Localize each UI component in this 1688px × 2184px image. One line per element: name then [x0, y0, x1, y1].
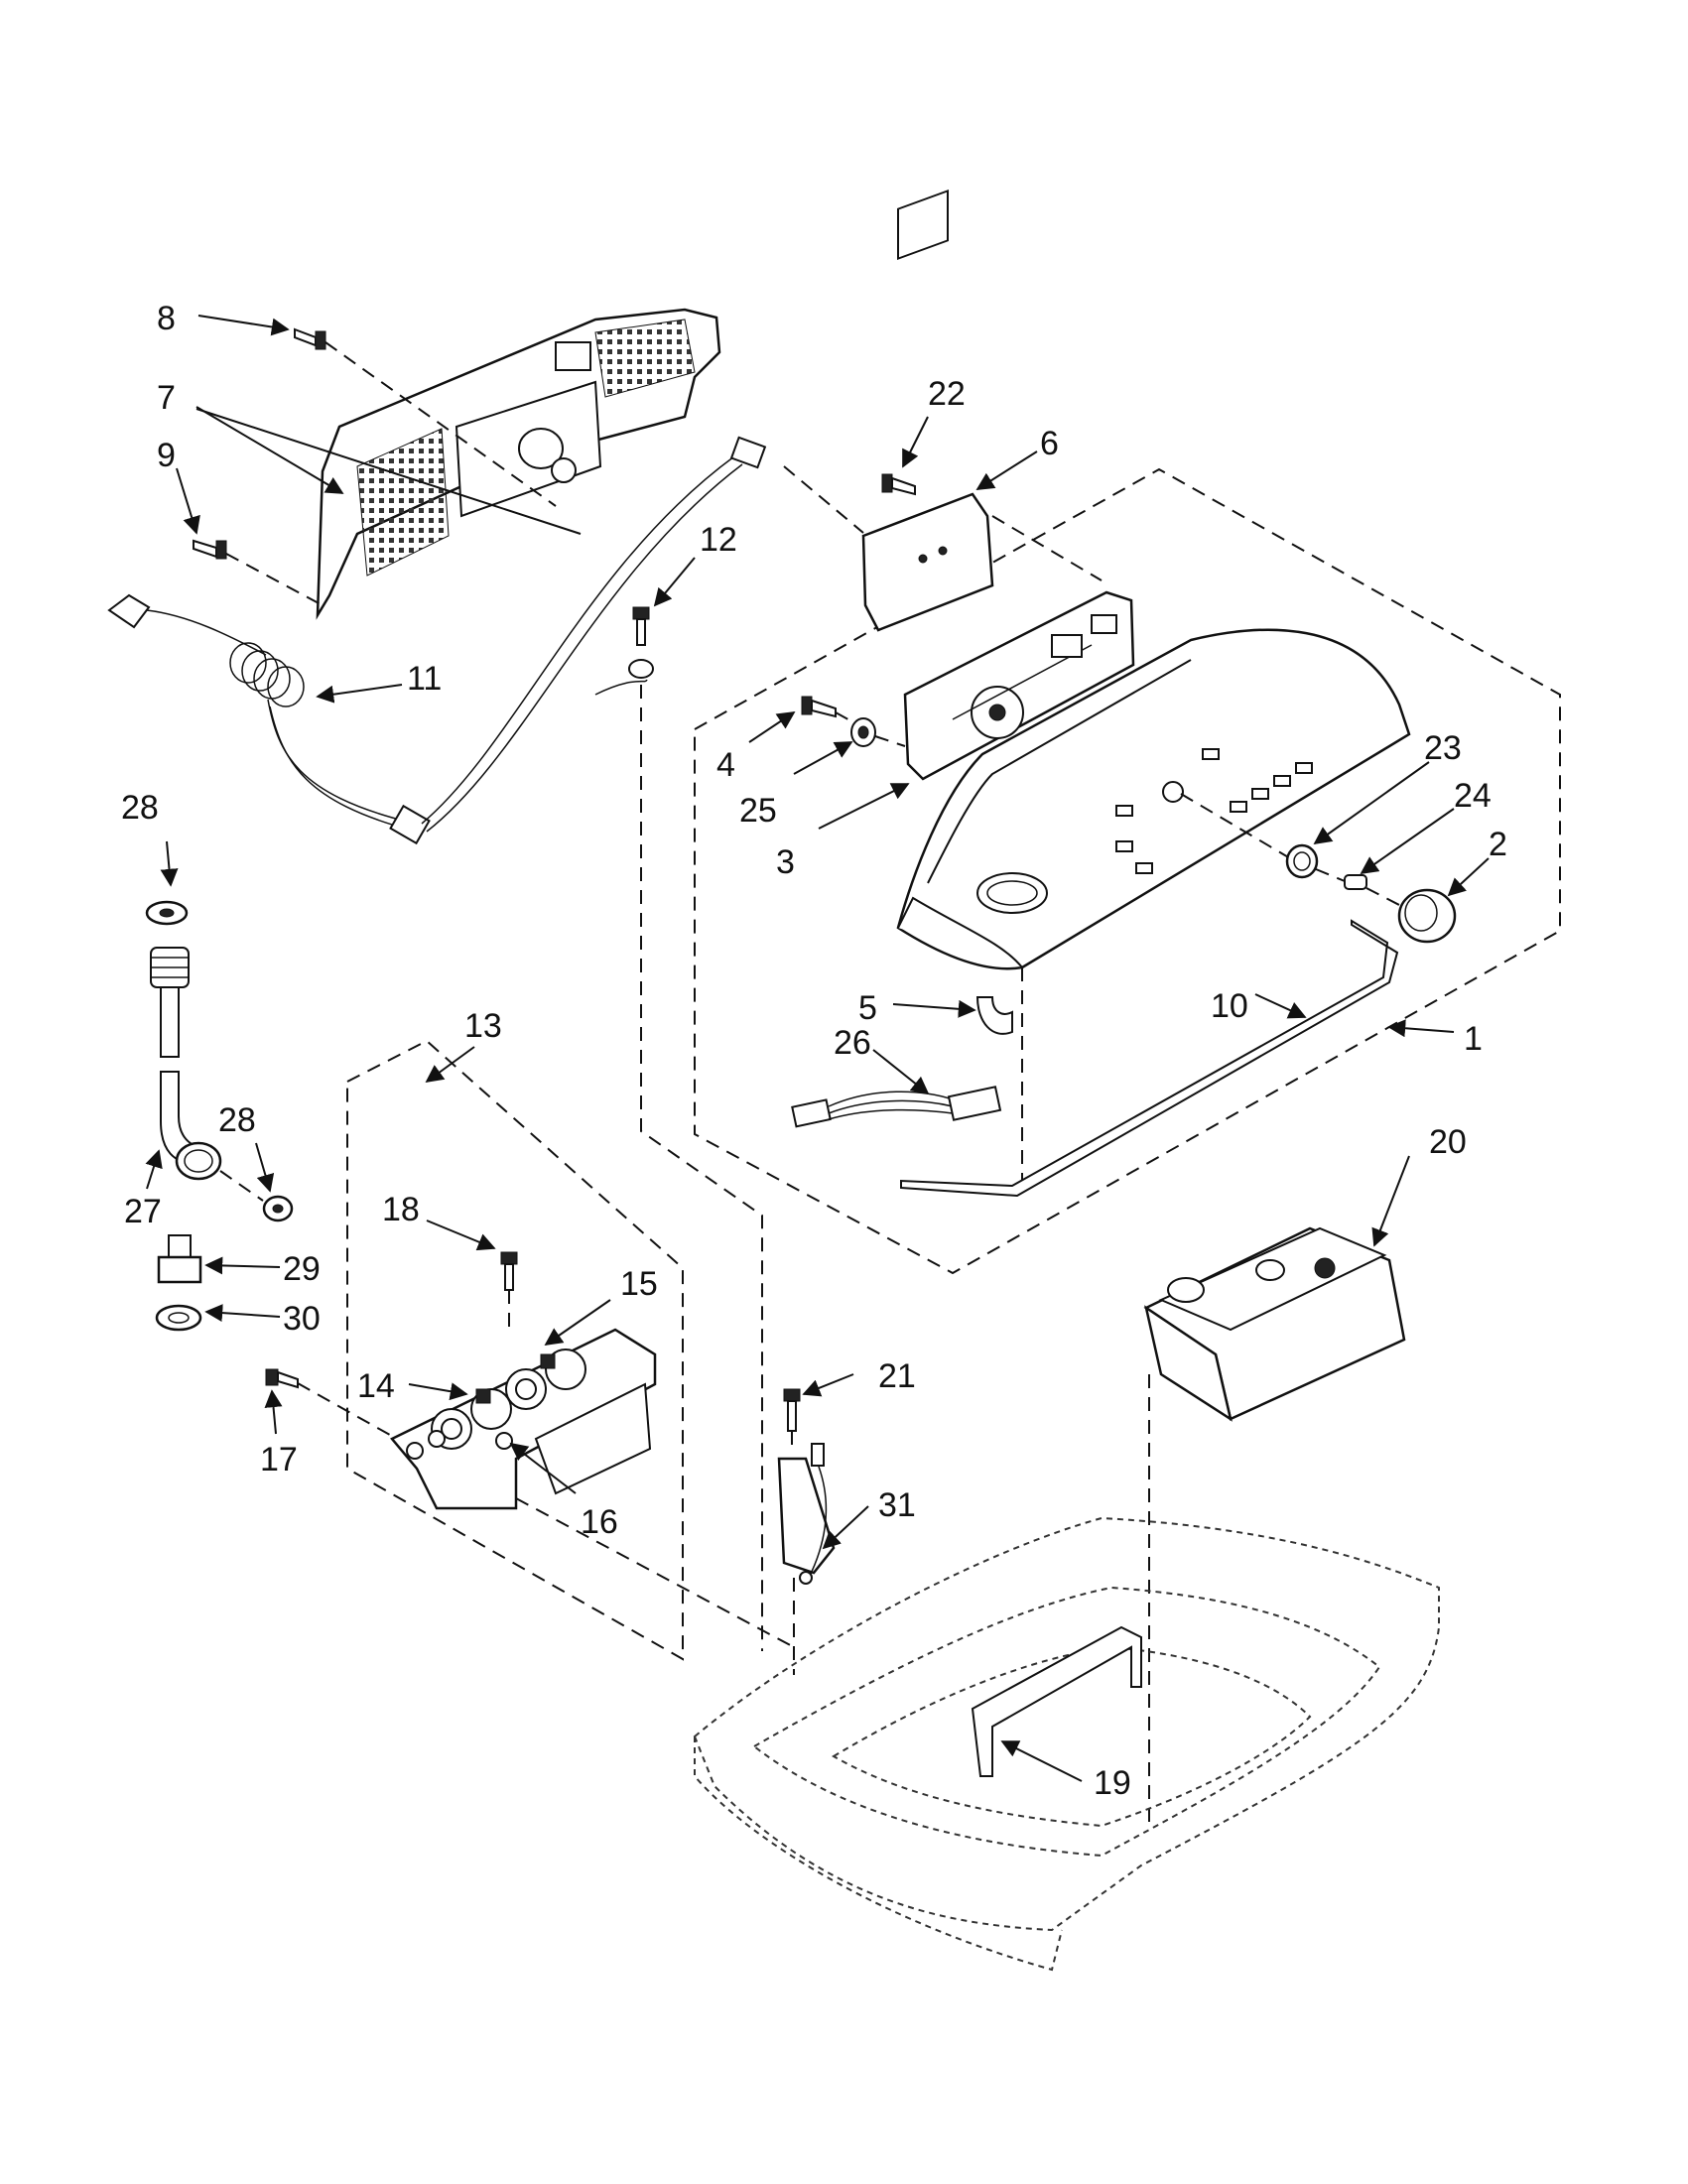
washer-28-bottom [262, 1195, 294, 1222]
inlet-hose-27 [150, 947, 222, 1181]
ui-board-6 [861, 190, 994, 632]
washer-30 [155, 1304, 202, 1332]
knob-shaft-24 [1344, 874, 1367, 890]
callout-25: 25 [739, 792, 777, 830]
dispenser-drawer-20 [1143, 1226, 1406, 1422]
callout-3: 3 [776, 843, 795, 881]
callout-27: 27 [124, 1193, 162, 1230]
valve-assembly [390, 1328, 657, 1510]
rear-panel [316, 308, 721, 620]
screw-9 [193, 539, 227, 560]
screw-4 [801, 696, 837, 718]
console-assembly-boundary [694, 467, 1561, 1275]
callout-20: 20 [1429, 1123, 1467, 1161]
callout-10: 10 [1211, 987, 1248, 1025]
console-1 [896, 628, 1411, 970]
callout-9: 9 [157, 437, 176, 474]
callout-14: 14 [357, 1367, 395, 1405]
callout-6: 6 [1040, 425, 1059, 462]
callout-8: 8 [157, 300, 176, 337]
screw-18 [500, 1251, 518, 1291]
callout-28-bottom: 28 [218, 1101, 256, 1139]
callout-13: 13 [464, 1007, 502, 1045]
callout-11: 11 [407, 660, 442, 698]
callout-29: 29 [283, 1250, 321, 1288]
callout-12: 12 [700, 521, 737, 559]
callout-21: 21 [878, 1357, 916, 1395]
callout-26: 26 [834, 1024, 871, 1062]
callout-17: 17 [260, 1441, 298, 1478]
washer-28-top [145, 900, 189, 926]
power-cord [107, 436, 767, 845]
callout-22: 22 [928, 375, 966, 413]
screw-17 [265, 1368, 299, 1389]
callout-23: 23 [1424, 729, 1462, 767]
screw-21 [783, 1388, 801, 1432]
fitting-29 [157, 1234, 202, 1284]
callout-31: 31 [878, 1486, 916, 1524]
callout-5: 5 [858, 989, 877, 1027]
bracket-31 [777, 1443, 836, 1585]
valve-assembly-boundary [346, 1039, 684, 1661]
wire-harness-26 [791, 1086, 1002, 1128]
top-cover-19 [693, 1516, 1440, 1972]
screw-22 [881, 473, 916, 496]
knob-ring-23 [1285, 843, 1319, 879]
knob-2 [1397, 888, 1457, 944]
callout-30: 30 [283, 1300, 321, 1338]
callout-18: 18 [382, 1191, 420, 1228]
callout-24: 24 [1454, 777, 1492, 815]
callout-28-top: 28 [121, 789, 159, 827]
callout-16: 16 [581, 1503, 618, 1541]
callout-1: 1 [1464, 1020, 1483, 1058]
callout-2: 2 [1489, 826, 1507, 863]
callout-7: 7 [157, 379, 176, 417]
callout-4: 4 [716, 746, 735, 784]
callout-15: 15 [620, 1265, 658, 1303]
ground-screw-12 [628, 606, 654, 679]
screw-8 [294, 327, 326, 350]
clip-5 [975, 996, 1013, 1035]
callout-19: 19 [1094, 1764, 1131, 1802]
rod-10 [900, 919, 1399, 1198]
control-board-3 [903, 590, 1135, 781]
clip-25 [850, 717, 876, 747]
